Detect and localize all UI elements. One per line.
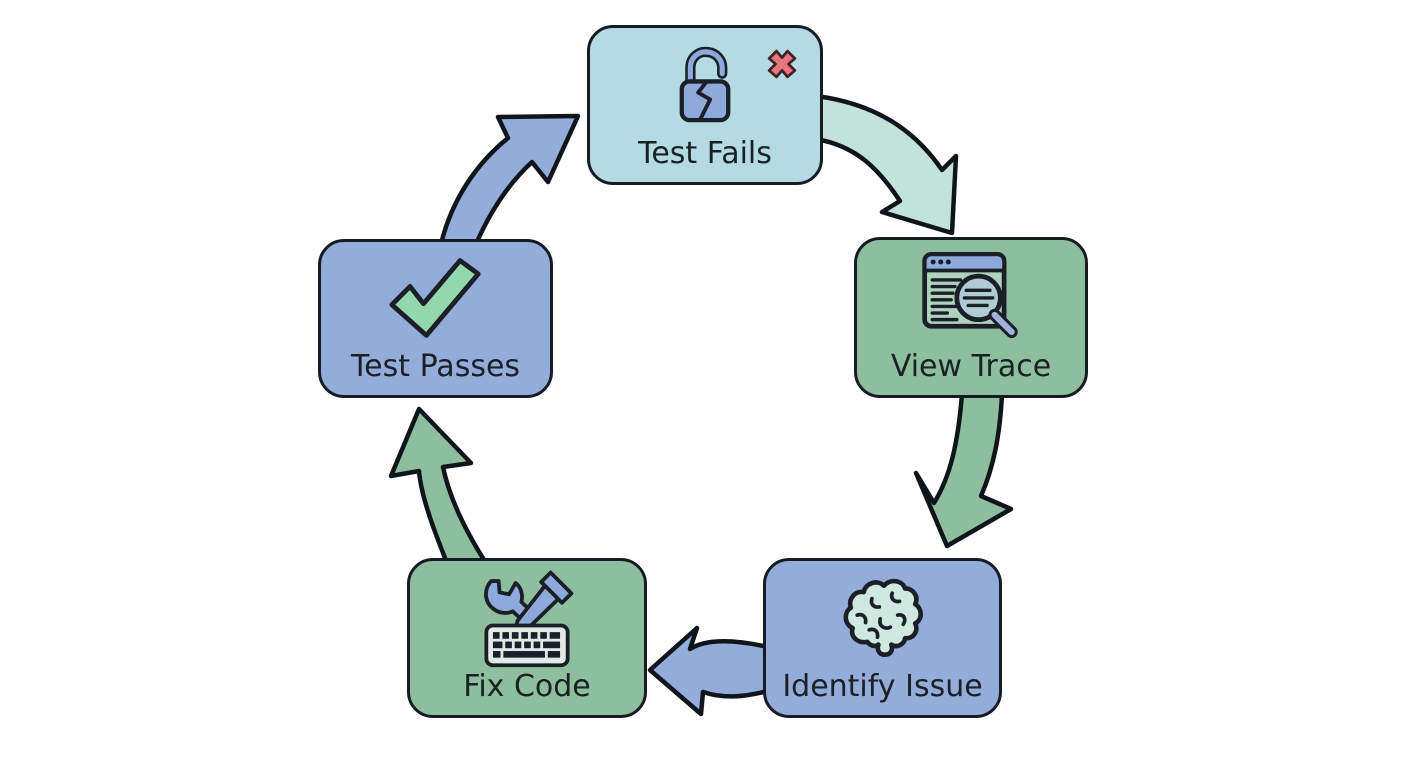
tools-keyboard-icon [410, 561, 644, 672]
broken-lock-icon [590, 28, 820, 139]
node-label-test-fails: Test Fails [638, 136, 772, 171]
arrow-identify-issue-to-fix-code [647, 625, 771, 717]
node-label-test-passes: Test Passes [350, 349, 521, 384]
node-label-fix-code: Fix Code [463, 669, 591, 704]
arrow-test-fails-to-view-trace [813, 93, 959, 236]
node-identify-issue: Identify Issue [763, 558, 1002, 718]
node-label-view-trace: View Trace [890, 349, 1052, 384]
brain-icon [766, 561, 999, 672]
node-label-identify-issue: Identify Issue [782, 669, 983, 704]
node-fix-code: Fix Code [407, 558, 647, 718]
arrow-test-passes-to-test-fails [438, 113, 581, 247]
node-view-trace: View Trace [854, 237, 1088, 398]
error-x-icon [759, 41, 805, 87]
node-test-passes: Test Passes [318, 239, 553, 398]
arrow-fix-code-to-test-passes [388, 406, 489, 566]
node-test-fails: Test Fails [587, 25, 823, 185]
arrow-view-trace-to-identify-issue [913, 391, 1014, 549]
checkmark-icon [321, 242, 550, 352]
browser-search-icon [857, 240, 1085, 352]
